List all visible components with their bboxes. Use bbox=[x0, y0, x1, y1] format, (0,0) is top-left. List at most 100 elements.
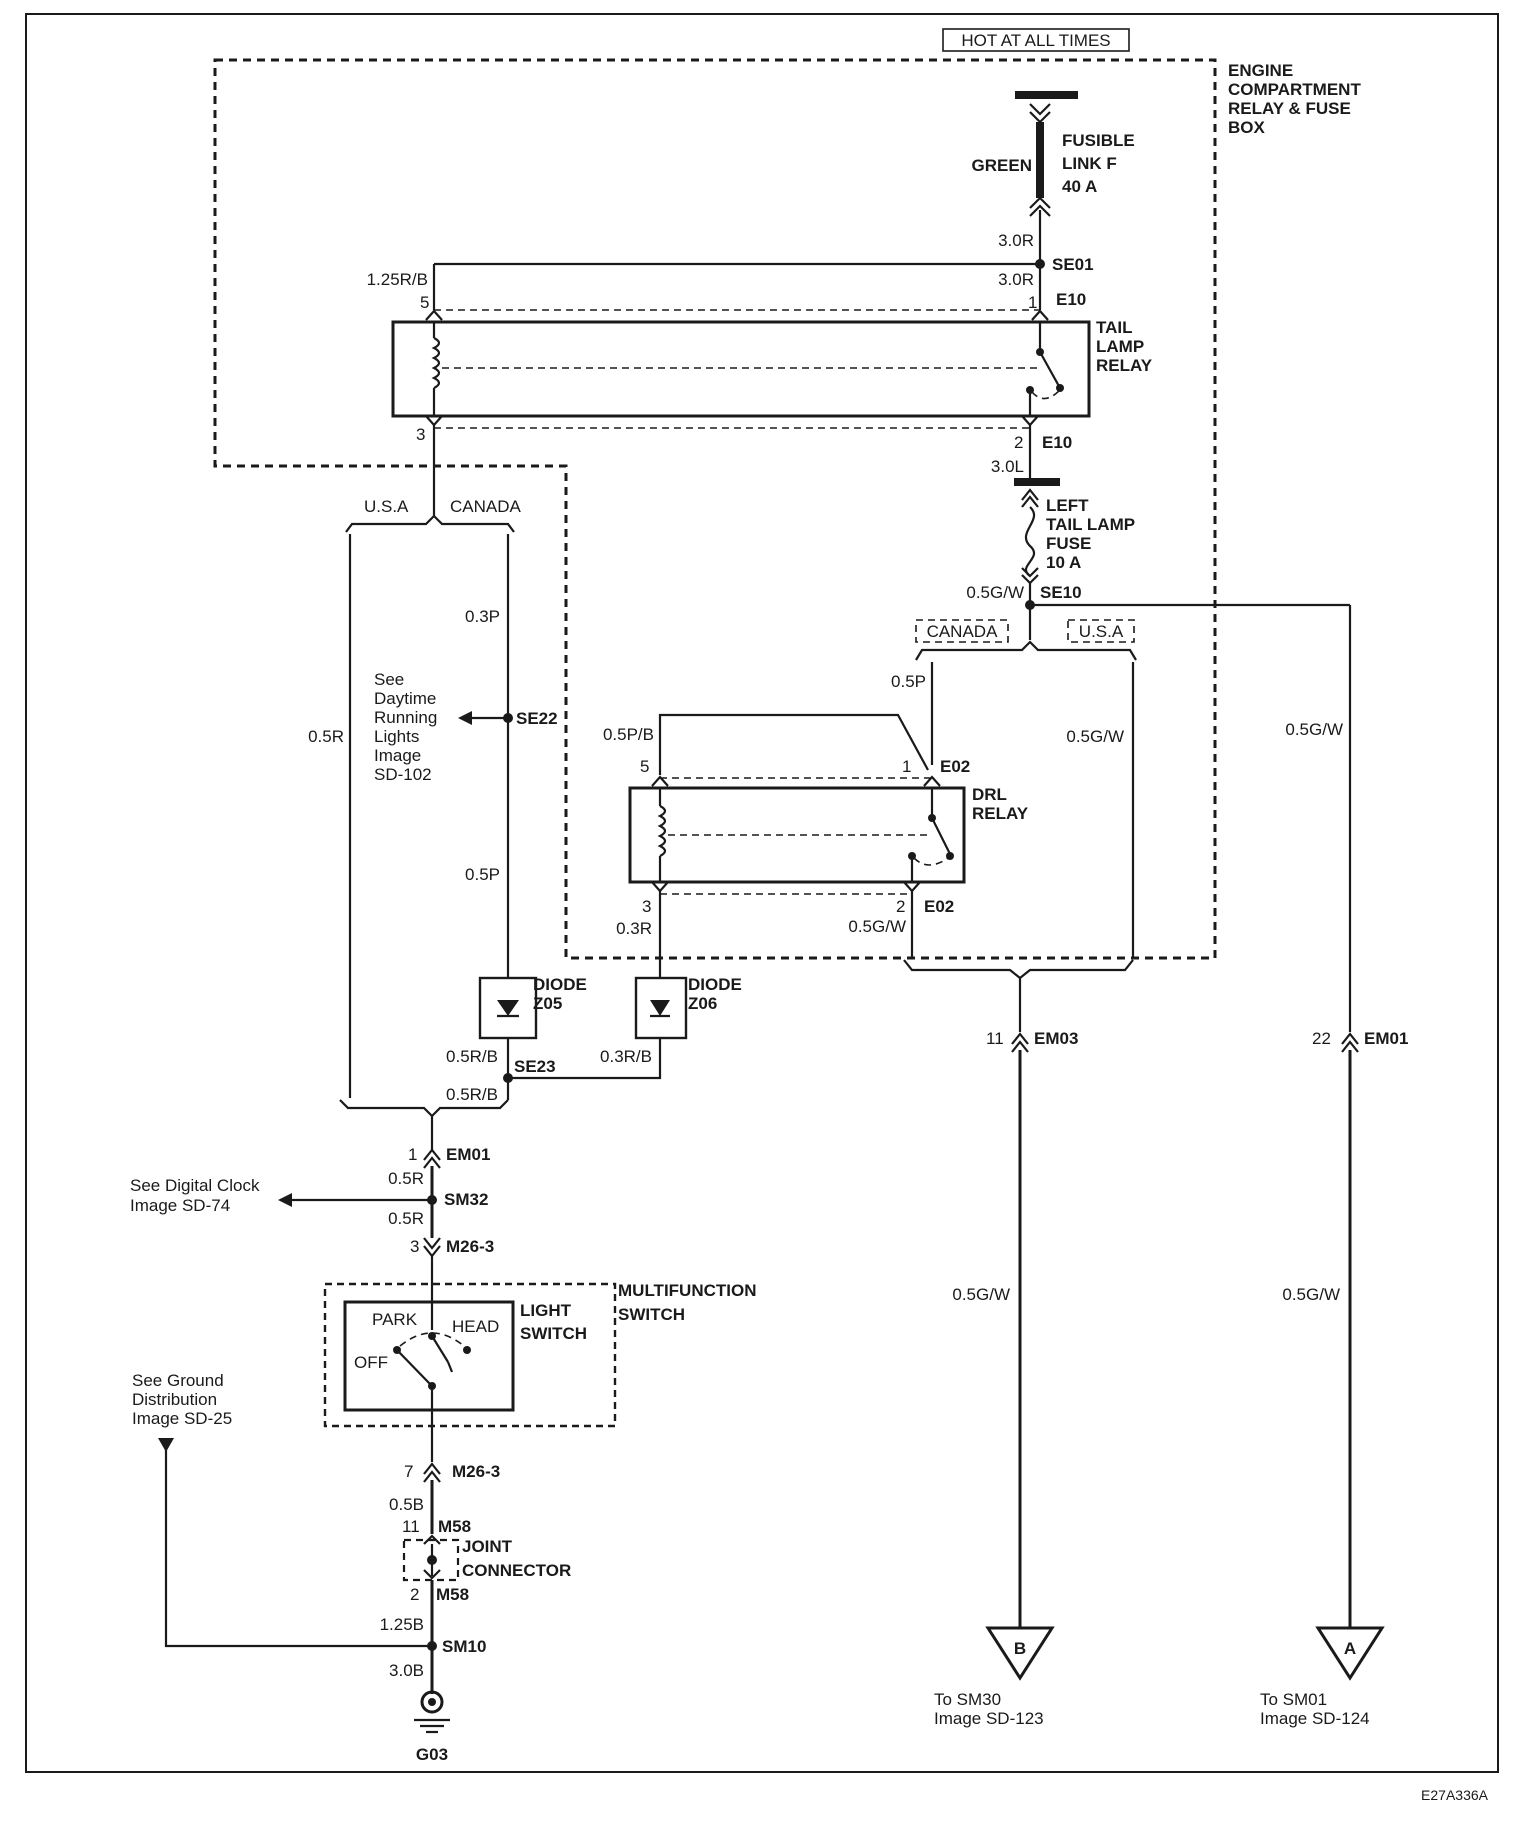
drl-contact-arc bbox=[913, 857, 949, 866]
figure-code: E27A336A bbox=[1421, 1787, 1489, 1803]
wire-label-0-5gw-e02: 0.5G/W bbox=[848, 917, 906, 936]
m26-bot-chevron-1 bbox=[423, 1462, 441, 1475]
wire-label-0-3p: 0.3P bbox=[465, 607, 500, 626]
m26-top-pin: 3 bbox=[410, 1237, 419, 1256]
diode-z05-symbol bbox=[497, 1000, 519, 1016]
offpage-b-triangle[interactable] bbox=[985, 1626, 1055, 1681]
tail-relay-coil bbox=[431, 337, 441, 389]
light-switch-box[interactable] bbox=[343, 1300, 515, 1412]
fusible-top-chevron bbox=[1029, 103, 1051, 116]
ground-ref-2: Distribution bbox=[132, 1390, 217, 1409]
offpage-a-label-1: To SM01 bbox=[1260, 1690, 1327, 1709]
e02-top-chevron bbox=[923, 775, 941, 787]
offpage-b-label-2: Image SD-123 bbox=[934, 1709, 1044, 1728]
diode-z05-name-2: Z05 bbox=[533, 994, 562, 1013]
ground-g03-center bbox=[428, 1698, 436, 1706]
wire-label-0-5gw-mid: 0.5G/W bbox=[1066, 727, 1124, 746]
drl-relay-coil bbox=[657, 805, 667, 857]
drl-ref-2: Daytime bbox=[374, 689, 436, 708]
m26-bot-chevron-2 bbox=[423, 1470, 441, 1483]
tail-relay-contact-arm bbox=[1039, 351, 1061, 389]
switch-pos-head: HEAD bbox=[452, 1317, 499, 1336]
wire-label-0-5r-sm32a: 0.5R bbox=[388, 1169, 424, 1188]
tail-fuse-name-3: FUSE bbox=[1046, 534, 1091, 553]
m26-bot-pin: 7 bbox=[404, 1462, 413, 1481]
tail-fuse-bot-chevron bbox=[1021, 567, 1039, 578]
hot-feed-label: HOT AT ALL TIMES bbox=[961, 31, 1110, 50]
wire-z06-to-se23 bbox=[508, 1038, 662, 1080]
tail-relay-name-2: LAMP bbox=[1096, 337, 1144, 356]
e02-bot-pin: 2 bbox=[896, 897, 905, 916]
multifunction-label-1: MULTIFUNCTION bbox=[618, 1281, 757, 1300]
wire-label-0-5rb-a: 0.5R/B bbox=[446, 1047, 498, 1066]
tail-fuse-top-chevron-2 bbox=[1021, 495, 1039, 508]
tail-fuse-name-2: TAIL LAMP bbox=[1046, 515, 1135, 534]
light-switch-label-2: SWITCH bbox=[520, 1324, 587, 1343]
clock-ref-2: Image SD-74 bbox=[130, 1196, 230, 1215]
diode-z05-name-1: DIODE bbox=[533, 975, 587, 994]
wire-drl-pin5-feed bbox=[658, 713, 929, 775]
em01-left-id: EM01 bbox=[446, 1145, 490, 1164]
drl-ref-6: SD-102 bbox=[374, 765, 432, 784]
wire-sm10-to-ground-ref bbox=[164, 1448, 432, 1648]
e10-top-chevron bbox=[1031, 309, 1049, 321]
tail-relay-contact-arc bbox=[1031, 389, 1061, 400]
switch-pos-off: OFF bbox=[354, 1353, 388, 1372]
wire-label-3-0b: 3.0B bbox=[389, 1661, 424, 1680]
clock-ref-arrow bbox=[278, 1193, 292, 1207]
tail-relay-name-3: RELAY bbox=[1096, 356, 1153, 375]
wire-label-1-25b: 1.25B bbox=[380, 1615, 424, 1634]
wire-label-0-5gw-a: 0.5G/W bbox=[1282, 1285, 1340, 1304]
wire-label-se10: 0.5G/W bbox=[966, 583, 1024, 602]
joint-connector-label-1: JOINT bbox=[462, 1537, 513, 1556]
splice-sm10-label: SM10 bbox=[442, 1637, 486, 1656]
wire-label-0-3r: 0.3R bbox=[616, 919, 652, 938]
e02-top-pin: 1 bbox=[902, 757, 911, 776]
tail-relay-contact-point bbox=[1056, 384, 1064, 392]
em01-right-id: EM01 bbox=[1364, 1029, 1408, 1048]
wire-label-0-3rb: 0.3R/B bbox=[600, 1047, 652, 1066]
drl-contact-arm bbox=[931, 817, 951, 855]
ground-ref-1: See Ground bbox=[132, 1371, 224, 1390]
drl-pin5-chevron bbox=[651, 775, 669, 787]
diode-z06-symbol bbox=[650, 1000, 670, 1016]
em03-chevron-2 bbox=[1011, 1040, 1029, 1053]
fuse-box-outline bbox=[213, 58, 1217, 960]
fuse-box-title-2: COMPARTMENT bbox=[1228, 80, 1361, 99]
wire-label-0-5p-drl: 0.5P bbox=[891, 672, 926, 691]
m58-bot-pin: 2 bbox=[410, 1585, 419, 1604]
m26-top-chevron-1 bbox=[423, 1237, 441, 1250]
drl-relay-box bbox=[628, 786, 966, 884]
tail-fuse-name-4: 10 A bbox=[1046, 553, 1081, 572]
clock-ref-1: See Digital Clock bbox=[130, 1176, 260, 1195]
offpage-a-label-2: Image SD-124 bbox=[1260, 1709, 1370, 1728]
e10-bot-pin: 2 bbox=[1014, 433, 1023, 452]
fuse-box-title-1: ENGINE bbox=[1228, 61, 1293, 80]
offpage-a-triangle[interactable] bbox=[1315, 1626, 1385, 1681]
ground-g03-label: G03 bbox=[416, 1745, 448, 1764]
em03-merge-brace bbox=[903, 959, 1134, 980]
em03-chevron-1 bbox=[1011, 1032, 1029, 1045]
e02-top-id: E02 bbox=[940, 757, 970, 776]
wire-label-0-5p-left: 0.5P bbox=[465, 865, 500, 884]
fusible-link-name-2: LINK F bbox=[1062, 154, 1117, 173]
fuse-box-title-4: BOX bbox=[1228, 118, 1266, 137]
e10-top-id: E10 bbox=[1056, 290, 1086, 309]
tail-relay-pin5: 5 bbox=[420, 293, 429, 312]
multifunction-label-2: SWITCH bbox=[618, 1305, 685, 1324]
wire-label-0-5r: 0.5R bbox=[308, 727, 344, 746]
tail-fuse-top-chevron bbox=[1021, 488, 1039, 501]
splice-se10-label: SE10 bbox=[1040, 583, 1082, 602]
diode-z06-name-2: Z06 bbox=[688, 994, 717, 1013]
region-canada-right-box bbox=[915, 619, 1009, 643]
switch-contact-head bbox=[463, 1346, 471, 1354]
fusible-link-color: GREEN bbox=[972, 156, 1032, 175]
drl-relay-name-1: DRL bbox=[972, 785, 1007, 804]
offpage-b-label-1: To SM30 bbox=[934, 1690, 1001, 1709]
switch-pos-park: PARK bbox=[372, 1310, 418, 1329]
drl-ref-4: Lights bbox=[374, 727, 419, 746]
em03-pin: 11 bbox=[986, 1029, 1004, 1048]
page-frame bbox=[25, 13, 1499, 1773]
switch-arm-c bbox=[446, 1361, 454, 1373]
region-canada-right: CANADA bbox=[927, 622, 999, 641]
